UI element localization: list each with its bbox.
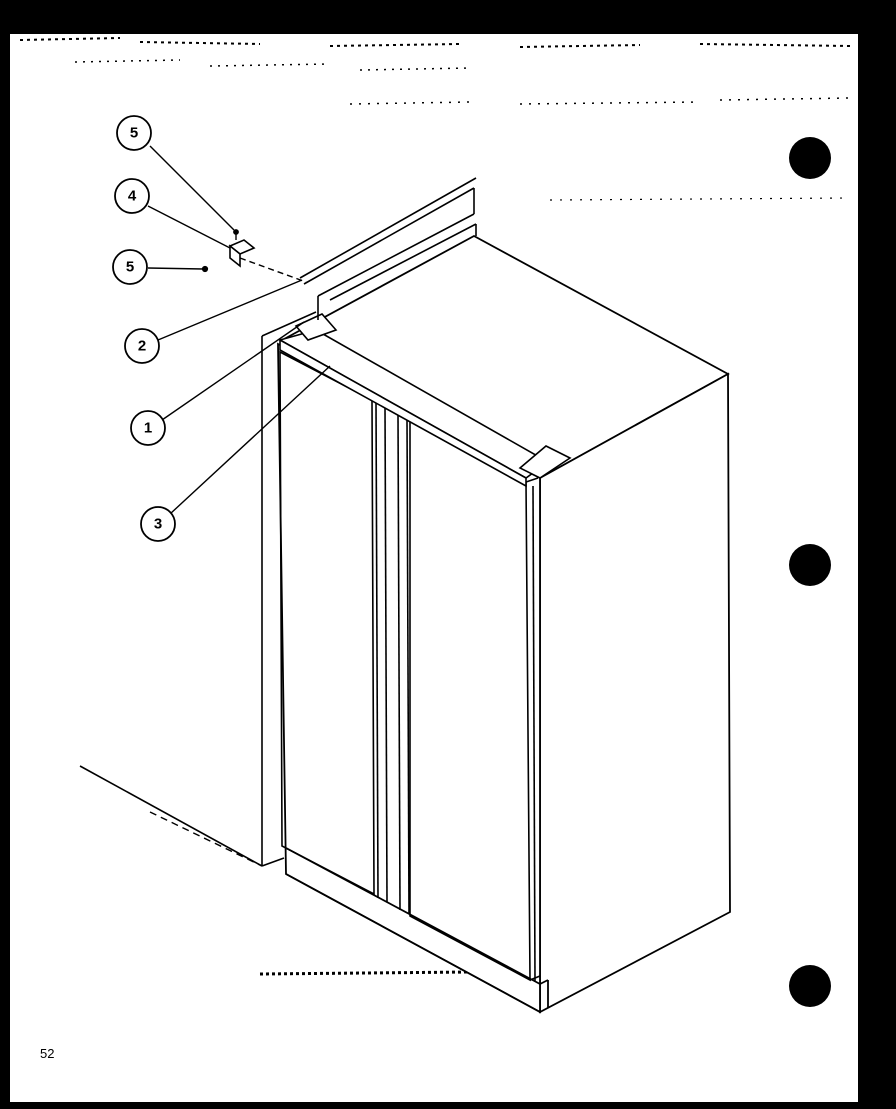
callout-4-label: 4 bbox=[128, 188, 137, 205]
callout-5-side: 5 bbox=[112, 249, 148, 285]
screw-top bbox=[233, 229, 239, 240]
page-number: 52 bbox=[40, 1046, 54, 1061]
callout-3: 3 bbox=[140, 506, 176, 542]
callout-3-label: 3 bbox=[154, 516, 162, 533]
assembly-dashed-line bbox=[239, 257, 307, 283]
binder-hole-middle bbox=[789, 544, 831, 586]
callout-1: 1 bbox=[130, 410, 166, 446]
mounting-bracket bbox=[228, 239, 256, 268]
callout-5-top: 5 bbox=[116, 115, 152, 151]
leader-lines bbox=[147, 145, 331, 515]
callout-2: 2 bbox=[124, 328, 160, 364]
screw-side bbox=[201, 265, 209, 273]
top-trim-piece bbox=[277, 313, 572, 488]
top-mounting-strip bbox=[299, 177, 477, 320]
scan-noise-top bbox=[19, 37, 851, 976]
callout-5-top-label: 5 bbox=[130, 125, 138, 142]
callout-1-label: 1 bbox=[144, 420, 152, 437]
binder-hole-top bbox=[789, 137, 831, 179]
alignment-dashed-line bbox=[149, 811, 263, 867]
binder-hole-bottom bbox=[789, 965, 831, 1007]
callout-5-side-label: 5 bbox=[126, 259, 134, 276]
refrigerator-doors bbox=[279, 350, 541, 983]
callout-2-label: 2 bbox=[138, 338, 146, 355]
wall-outline bbox=[79, 311, 317, 867]
callout-4: 4 bbox=[114, 178, 150, 214]
